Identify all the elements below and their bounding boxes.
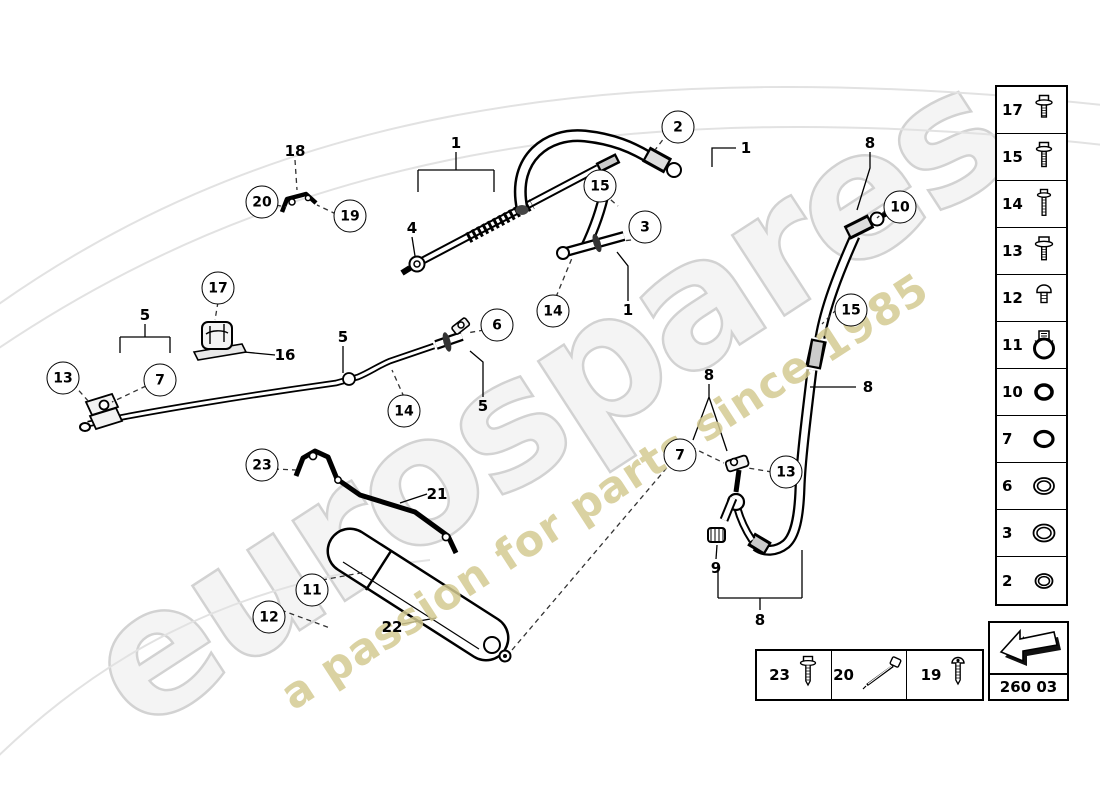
part-number: 19 (920, 666, 942, 684)
callout-label-18[interactable]: 18 (284, 142, 306, 160)
callout-balloon-11[interactable]: 11 (295, 573, 329, 607)
callout-balloon-7[interactable]: 7 (663, 438, 697, 472)
callout-balloon-14[interactable]: 14 (536, 294, 570, 328)
callout-label-1[interactable]: 1 (740, 139, 752, 157)
hose-clamp-icon (1025, 329, 1063, 361)
part-number: 11 (1002, 336, 1023, 354)
callout-label-5[interactable]: 5 (139, 306, 151, 324)
callout-label-22[interactable]: 22 (381, 618, 403, 636)
callout-label-8[interactable]: 8 (862, 378, 874, 396)
part-number: 15 (1002, 148, 1023, 166)
sidebar-part-row-7[interactable]: 7 (997, 416, 1066, 463)
callout-balloon-3[interactable]: 3 (628, 210, 662, 244)
o-ring-large-icon (1025, 520, 1063, 546)
callout-balloon-10[interactable]: 10 (883, 190, 917, 224)
sidebar-part-row-15[interactable]: 15 (997, 134, 1066, 181)
callout-label-4[interactable]: 4 (406, 219, 418, 237)
callout-label-8[interactable]: 8 (754, 611, 766, 629)
label-lines (119, 147, 871, 625)
hex-flange-bolt-icon (1025, 235, 1063, 267)
callout-balloon-13[interactable]: 13 (769, 455, 803, 489)
callout-balloon-19[interactable]: 19 (333, 199, 367, 233)
part-assembly-right (707, 209, 892, 556)
part-number: 23 (769, 666, 790, 684)
sidebar-part-row-10[interactable]: 10 (997, 369, 1066, 416)
cable-tie-icon (861, 655, 905, 695)
callout-label-16[interactable]: 16 (274, 346, 296, 364)
callout-balloon-20[interactable]: 20 (245, 185, 279, 219)
callout-balloon-15[interactable]: 15 (834, 293, 868, 327)
part-number: 13 (1002, 242, 1023, 260)
rivet-icon (1025, 282, 1063, 314)
callout-balloon-23[interactable]: 23 (245, 448, 279, 482)
callout-balloon-7[interactable]: 7 (143, 363, 177, 397)
callout-label-5[interactable]: 5 (477, 397, 489, 415)
legend-part-cell-19[interactable]: 19 (907, 651, 982, 699)
callout-balloon-12[interactable]: 12 (252, 600, 286, 634)
callout-label-1[interactable]: 1 (450, 134, 462, 152)
part-number: 20 (833, 666, 854, 684)
part-assembly-left (79, 317, 471, 432)
part-bracket-18 (279, 191, 318, 213)
callout-label-9[interactable]: 9 (710, 559, 722, 577)
sidebar-part-row-11[interactable]: 11 (997, 322, 1066, 369)
hex-bolt-washer-icon (1025, 94, 1063, 126)
sidebar-part-row-14[interactable]: 14 (997, 181, 1066, 228)
screw-washer-icon (797, 655, 819, 695)
part-number: 17 (1002, 101, 1023, 119)
callout-balloon-13[interactable]: 13 (46, 361, 80, 395)
part-assembly-top (400, 129, 682, 276)
callout-label-1[interactable]: 1 (622, 301, 634, 319)
legend-part-cell-23[interactable]: 23 (757, 651, 832, 699)
hardware-legend: 23 20 19 (755, 649, 984, 701)
callout-balloon-15[interactable]: 15 (583, 169, 617, 203)
callout-label-5[interactable]: 5 (337, 328, 349, 346)
page-code: 260 03 (990, 673, 1067, 699)
direction-arrow-icon (990, 623, 1067, 673)
callout-balloon-14[interactable]: 14 (387, 394, 421, 428)
o-ring-icon (1025, 426, 1063, 452)
part-number: 14 (1002, 195, 1023, 213)
part-number: 7 (1002, 430, 1013, 448)
sidebar-part-row-3[interactable]: 3 (997, 510, 1066, 557)
part-number: 3 (1002, 524, 1013, 542)
o-ring-thin-icon (1025, 569, 1063, 593)
sidebar-part-row-6[interactable]: 6 (997, 463, 1066, 510)
sidebar-part-row-12[interactable]: 12 (997, 275, 1066, 322)
screw-icon (948, 655, 968, 695)
callout-balloon-17[interactable]: 17 (201, 271, 235, 305)
sidebar-part-row-2[interactable]: 2 (997, 557, 1066, 604)
parts-sidebar: 17 15 14 13 12 11 10 7 6 3 2 (995, 85, 1068, 606)
callout-label-8[interactable]: 8 (864, 134, 876, 152)
callout-balloon-6[interactable]: 6 (480, 308, 514, 342)
leader-lines (72, 132, 887, 651)
page-reference-box[interactable]: 260 03 (988, 621, 1069, 701)
part-number: 2 (1002, 571, 1013, 590)
callout-label-8[interactable]: 8 (703, 366, 715, 384)
part-number: 6 (1002, 477, 1013, 495)
o-ring-open-icon (1025, 473, 1063, 499)
part-number: 12 (1002, 289, 1023, 307)
sidebar-part-row-17[interactable]: 17 (997, 87, 1066, 134)
part-assembly-bottom (293, 448, 512, 663)
part-number: 10 (1002, 383, 1023, 401)
callout-label-21[interactable]: 21 (426, 485, 448, 503)
hex-bolt-icon (1025, 141, 1063, 173)
sidebar-part-row-13[interactable]: 13 (997, 228, 1066, 275)
legend-part-cell-20[interactable]: 20 (832, 651, 907, 699)
hex-bolt-long-icon (1025, 188, 1063, 220)
o-ring-small-icon (1025, 379, 1063, 405)
callout-balloon-2[interactable]: 2 (661, 110, 695, 144)
